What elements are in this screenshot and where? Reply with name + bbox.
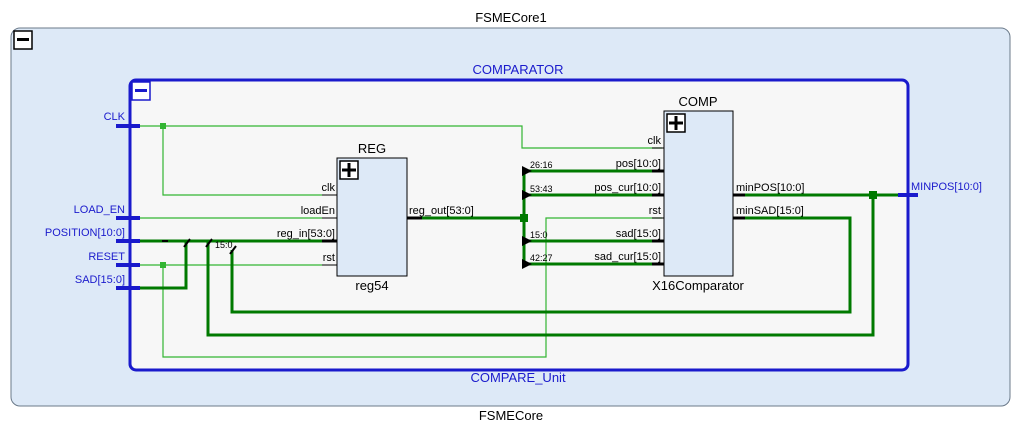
port-sad[interactable]: SAD[15:0] xyxy=(75,274,125,286)
bus-slice-label: 26:16 xyxy=(530,160,553,170)
bus-slice-label: 15:0 xyxy=(530,230,548,240)
comp-pin-sad: sad[15:0] xyxy=(616,228,661,240)
bus-ripper-arrows xyxy=(522,166,532,269)
input-port-stubs xyxy=(116,124,140,290)
outer-collapse-icon[interactable] xyxy=(13,30,33,50)
comp-pin-stubs xyxy=(652,147,745,266)
comp-pin-sad-cur: sad_cur[15:0] xyxy=(594,251,661,263)
port-minpos[interactable]: MINPOS[10:0] xyxy=(911,181,982,193)
comp-block[interactable] xyxy=(663,110,734,277)
comp-pin-pos: pos[10:0] xyxy=(616,158,661,170)
reg-pin-stubs xyxy=(322,194,422,266)
bus-rippers xyxy=(162,238,237,255)
port-position[interactable]: POSITION[10:0] xyxy=(45,227,125,239)
bus-slice-label: 53:43 xyxy=(530,184,553,194)
inner-module-title: COMPARATOR xyxy=(472,62,563,77)
port-reset[interactable]: RESET xyxy=(88,251,125,263)
reg-expand-icon[interactable] xyxy=(339,160,359,180)
comp-pin-minsad: minSAD[15:0] xyxy=(736,205,804,217)
port-load-en[interactable]: LOAD_EN xyxy=(74,204,125,216)
bus-slice-label: 42:27 xyxy=(530,253,553,263)
comp-expand-icon[interactable] xyxy=(666,113,686,133)
reg-pin-rst: rst xyxy=(323,252,335,264)
reg-block-caption: reg54 xyxy=(355,278,388,293)
single-bit-wires xyxy=(130,125,662,358)
inner-collapse-icon[interactable] xyxy=(131,81,151,101)
comp-pin-pos-cur: pos_cur[10:0] xyxy=(594,182,661,194)
comp-pin-rst: rst xyxy=(649,205,661,217)
inner-module-frame[interactable] xyxy=(128,78,910,372)
comp-pin-minpos: minPOS[10:0] xyxy=(736,182,804,194)
reg-pin-reg-in: reg_in[53:0] xyxy=(277,228,335,240)
port-clk[interactable]: CLK xyxy=(104,111,126,123)
outer-module-caption: FSMECore xyxy=(479,408,543,423)
bus-junctions xyxy=(520,191,877,222)
comp-block-title: COMP xyxy=(679,94,718,109)
comp-pin-clk: clk xyxy=(648,135,662,147)
inner-module-caption: COMPARE_Unit xyxy=(470,370,566,385)
bus-wires xyxy=(130,169,905,337)
reg-pin-clk: clk xyxy=(322,182,336,194)
reg-pin-reg-out: reg_out[53:0] xyxy=(409,205,474,217)
bus-slice-label: 15:0 xyxy=(215,240,233,250)
outer-module-title: FSMECore1 xyxy=(475,10,547,25)
comp-block-caption: X16Comparator xyxy=(652,278,744,293)
thin-junctions xyxy=(160,123,166,268)
reg-block-title: REG xyxy=(358,141,386,156)
reg-pin-loaden: loadEn xyxy=(301,205,335,217)
